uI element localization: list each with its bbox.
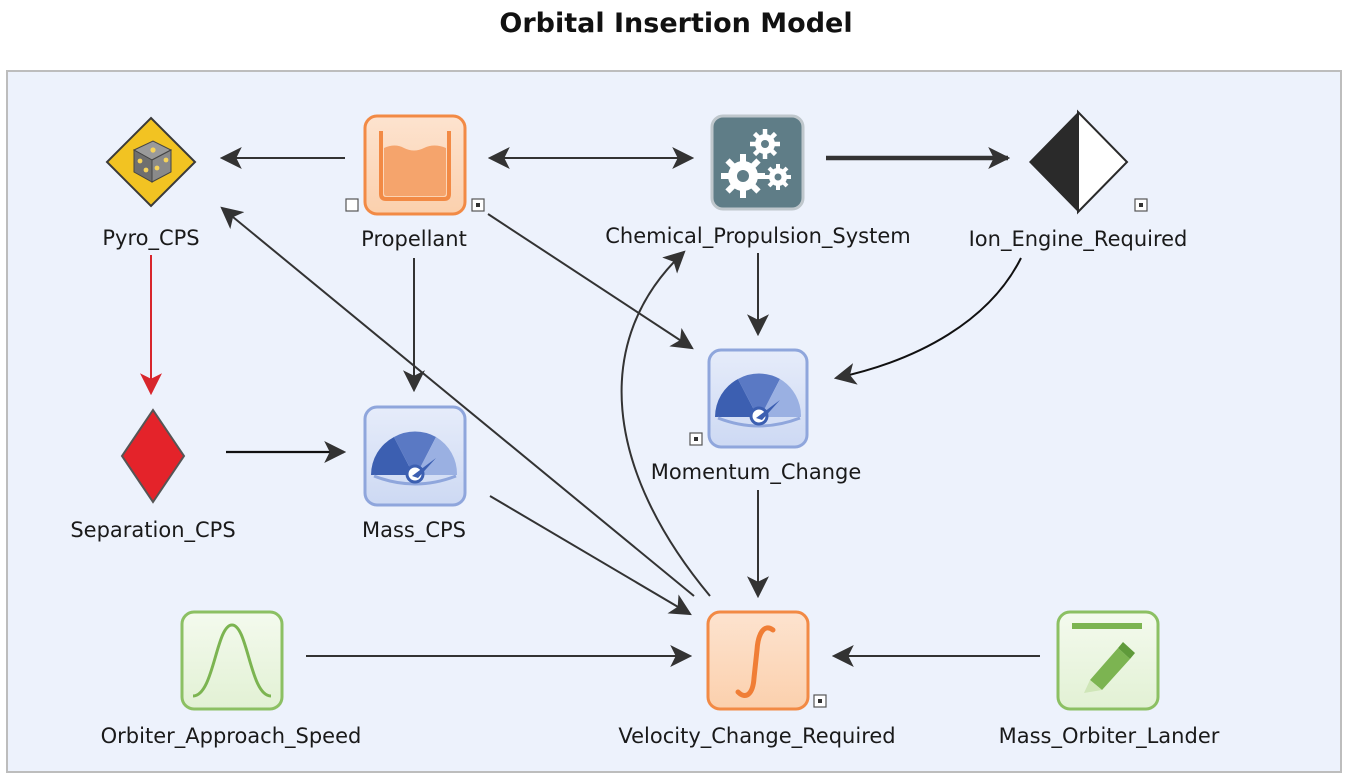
node-label: Momentum_Change xyxy=(651,460,862,485)
gauge-icon xyxy=(715,373,802,428)
event-diamond xyxy=(120,408,186,504)
node-label: Propellant xyxy=(361,227,467,251)
integral-icon xyxy=(735,625,776,698)
node-ion-engine-required[interactable]: Ion_Engine_Required xyxy=(969,109,1188,252)
beaker-icon xyxy=(379,131,451,201)
node-label: Mass_CPS xyxy=(362,518,466,543)
decision-diamond-light xyxy=(1077,109,1129,215)
pencil-icon xyxy=(1072,623,1142,693)
expand-icon-dot xyxy=(476,203,480,207)
gauge-icon xyxy=(371,431,458,486)
gears-icon xyxy=(721,129,791,198)
node-orbiter-approach-speed[interactable]: Orbiter_Approach_Speed xyxy=(101,610,362,749)
node-propellant[interactable]: Propellant xyxy=(345,114,485,251)
node-label: Ion_Engine_Required xyxy=(969,227,1188,252)
node-label: Chemical_Propulsion_System xyxy=(605,224,910,249)
edge-velocity-to-pyro xyxy=(220,206,695,597)
node-chemical-propulsion-system[interactable]: Chemical_Propulsion_System xyxy=(605,114,911,249)
node-mass-cps[interactable]: Mass_CPS xyxy=(362,405,467,543)
diagram-title: Orbital Insertion Model xyxy=(499,8,853,39)
node-mass-orbiter-lander[interactable]: Mass_Orbiter_Lander xyxy=(999,610,1220,749)
edge-ion-to-momentum xyxy=(833,257,1022,385)
decision-diamond-dark xyxy=(1029,112,1078,212)
checkbox-icon[interactable] xyxy=(345,198,359,212)
edge-masscps-to-velocity xyxy=(489,495,692,616)
node-label: Mass_Orbiter_Lander xyxy=(999,724,1220,749)
edge-propellant-to-momentum xyxy=(487,213,694,350)
node-separation-cps[interactable]: Separation_CPS xyxy=(70,408,236,543)
bell-curve-icon xyxy=(192,623,272,698)
node-pyro-cps[interactable]: Pyro_CPS xyxy=(102,116,200,251)
edge-velocity-to-chemical xyxy=(620,250,711,597)
node-label: Separation_CPS xyxy=(70,518,235,543)
node-label: Velocity_Change_Required xyxy=(618,724,895,749)
edges xyxy=(140,147,1040,667)
node-label: Orbiter_Approach_Speed xyxy=(101,724,362,749)
die-icon xyxy=(132,140,173,183)
node-momentum-change[interactable]: Momentum_Change xyxy=(651,348,862,485)
node-label: Pyro_CPS xyxy=(102,226,199,251)
node-velocity-change-required[interactable]: Velocity_Change_Required xyxy=(618,610,896,749)
